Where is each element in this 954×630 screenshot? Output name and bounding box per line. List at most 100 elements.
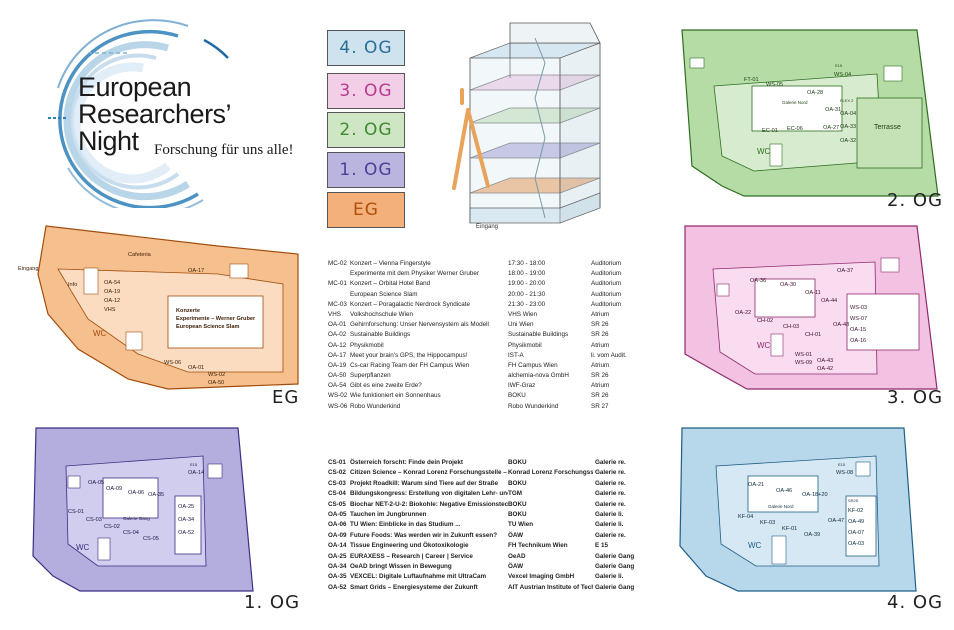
- room-3og-13: WS-01: [795, 352, 812, 358]
- floorplan-3og: OA-36 OA-30 OA-11 OA-44 OA-22 CH-02 CH-0…: [684, 225, 938, 390]
- schedule-title: Experimente mit dem Physiker Werner Grub…: [350, 270, 480, 278]
- room-1og-14: E15: [190, 462, 198, 467]
- schedule-title: Wie funktioniert ein Sonnenhaus: [350, 392, 441, 400]
- schedule-title: Citizen Science – Konrad Lorenz Forschun…: [350, 469, 508, 477]
- schedule-row: CS-05 Biochar NET-2-U-2: Biokohle: Negati…: [328, 500, 628, 510]
- schedule-location: Atrium: [591, 361, 610, 369]
- room-3og-7: CH-01: [805, 332, 821, 338]
- schedule-location: SR 26: [591, 321, 609, 329]
- schedule-org: Uni Wien: [508, 321, 534, 329]
- floor-label-eg: EG: [272, 387, 300, 408]
- schedule-title: Österreich forscht: Finde dein Projekt: [350, 459, 464, 466]
- room-3og-16: OA-42: [817, 366, 833, 372]
- room-eg-4: OA-17: [188, 268, 204, 274]
- schedule-title: Smart Grids – Energiesysteme der Zukunft: [350, 583, 478, 591]
- schedule-org: 20:00 - 21:30: [508, 290, 546, 298]
- schedule-org: BOKU: [508, 392, 526, 400]
- room-3og-3: OA-44: [821, 298, 837, 304]
- schedule-org: ÖAW: [508, 562, 524, 570]
- room-3og-1: OA-30: [780, 282, 796, 288]
- room-4og-2: OA-18+20: [802, 492, 828, 498]
- schedule-title: Meet your brain's GPS, the Hippocampus!: [350, 351, 468, 359]
- room-3og-4: OA-22: [735, 310, 751, 316]
- room-4og-11: OA-03: [848, 541, 864, 547]
- room-4og-3: KF-04: [738, 514, 753, 520]
- room-4og-13: WC: [748, 541, 762, 550]
- room-3og-17: OA-48: [833, 322, 849, 328]
- schedule-org: 17:30 - 18:00: [508, 260, 546, 267]
- schedule-location: Auditorium: [591, 270, 622, 278]
- room-3og-9: WS-03: [850, 305, 867, 311]
- schedule-code: WS-02: [328, 392, 348, 400]
- room-3og-5: CH-02: [757, 318, 773, 324]
- gallery-1og: Galerie Gang: [123, 516, 150, 521]
- schedule-code: MC-01: [328, 280, 347, 288]
- eg-auditorium-1: Experimente – Werner Gruber: [176, 316, 256, 322]
- room-1og-10: OA-34: [178, 517, 194, 523]
- schedule-location: Galerie li.: [595, 510, 624, 518]
- room-4og-1: OA-46: [776, 488, 792, 494]
- schedule-location: Galerie Gang: [595, 562, 635, 570]
- room-3og-0: OA-36: [750, 278, 766, 284]
- schedule-org: Konrad Lorenz Forschungsstelle: [508, 469, 593, 477]
- schedule-code: OA-14: [328, 542, 347, 550]
- room-1og-3: OA-35: [148, 492, 164, 498]
- room-3og-6: CH-03: [783, 324, 799, 330]
- schedule-code: OA-35: [328, 573, 347, 581]
- room-eg-7: OA-01: [188, 365, 204, 371]
- schedule-title: Biochar NET-2-U-2: Biokohle: Negative Em…: [350, 500, 508, 508]
- room-2og-2: OA-28: [807, 90, 823, 96]
- schedule-org: TU Wien: [508, 521, 534, 529]
- eg-cafeteria: Cafeteria: [128, 252, 152, 258]
- schedule-location: Auditorium: [591, 300, 622, 308]
- schedule-location: Auditorium: [591, 260, 622, 267]
- schedule-title: Konzert – Poragalactic Nerdrock Syndicat…: [350, 300, 471, 308]
- schedule-title: Gibt es eine zweite Erde?: [350, 382, 422, 390]
- schedule-location: Galerie Gang: [595, 583, 635, 591]
- room-2og-10: EC-01: [762, 128, 778, 134]
- schedule-code: OA-06: [328, 521, 347, 529]
- room-3og-18: WC: [757, 341, 771, 350]
- schedule-location: Galerie re.: [595, 469, 626, 477]
- schedule-location: Galerie li.: [595, 521, 624, 529]
- room-2og-6: OA-33: [840, 124, 856, 130]
- schedule-title: Projekt Roadkill: Warum sind Tiere auf d…: [350, 479, 499, 487]
- room-2og-0: FT-01: [744, 77, 759, 83]
- room-2og-8: OA-27: [823, 125, 839, 131]
- floor-label-4og: 4. OG: [887, 592, 944, 613]
- room-2og-4: FLEX 2: [840, 98, 854, 103]
- schedule-location: Galerie Gang: [595, 552, 635, 560]
- schedule-org: FH Campus Wien: [508, 361, 558, 369]
- logo-swirl-graphic: [48, 19, 229, 208]
- room-3og-2: OA-11: [805, 290, 821, 296]
- schedule-org: IWF-Graz: [508, 382, 536, 390]
- schedule-org: VHS Wien: [508, 310, 538, 318]
- room-1og-5: CS-03: [86, 517, 102, 523]
- room-eg-3: VHS: [104, 307, 116, 313]
- schedule-title: Future Foods: Was werden wir in Zukunft …: [350, 531, 498, 539]
- schedule-org: BOKU: [508, 459, 527, 466]
- room-3og-12: OA-16: [850, 338, 866, 344]
- logo-subtitle: Forschung für uns alle!: [154, 142, 294, 158]
- schedule-org: OeAD: [508, 552, 526, 560]
- floorplan-1og: OA-05 OA-09 OA-06 OA-35 CS-01 CS-03 CS-0…: [32, 427, 254, 592]
- schedule-code: OA-19: [328, 361, 347, 369]
- schedule-title: Tissue Engineering und Ökotoxikologie: [350, 542, 469, 550]
- schedule-code: CS-05: [328, 500, 346, 508]
- room-2og-12: WS-04: [834, 72, 851, 78]
